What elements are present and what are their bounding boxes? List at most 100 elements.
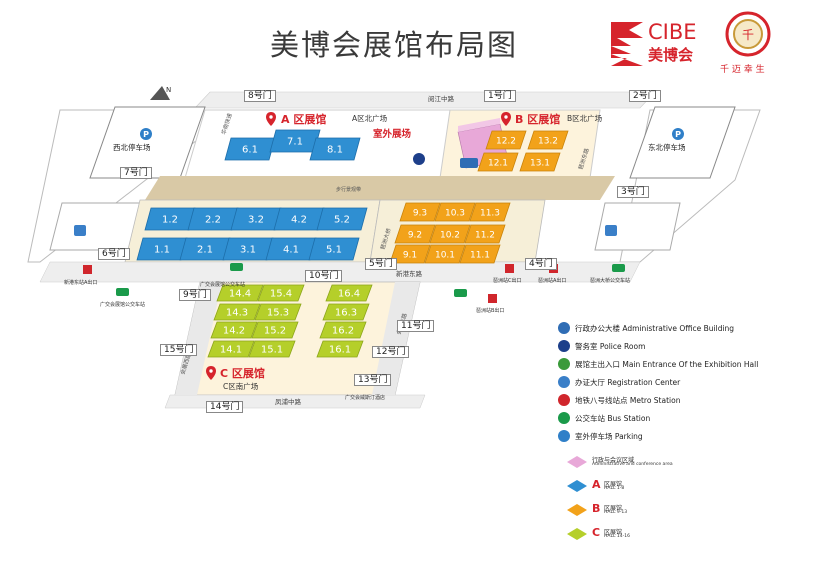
hall-11-1: 11.1 [459,244,501,264]
hall-label: 9.3 [413,209,427,219]
legend-label: 公交车站 Bus Station [575,413,651,423]
hall-label: 3.2 [248,215,264,226]
svg-text:千: 千 [742,28,754,42]
hall-label: 10.3 [445,209,465,219]
hall-label: 16.4 [338,289,360,300]
bus-icon [558,412,570,424]
hall-15-1: 15.1 [248,340,296,358]
legend-item: 办证大厅 Registration Center [558,376,680,388]
zone-legend-label: 区展馆 [604,529,623,536]
hall-8-1: 8.1 [309,137,361,161]
hall-label: 4.2 [291,215,307,226]
gate-13: 13号门 [354,374,392,386]
parking-ne-label: P 东北停车场 [648,128,686,152]
bus-metro-b-label: 琶洲站B出口 [454,289,504,314]
hall-16-2: 16.2 [319,321,367,339]
parking-icon [558,430,570,442]
hall-label: 11.3 [480,209,500,219]
zone-legend-sub: Administrative and conference area [592,462,673,467]
police-icon [558,340,570,352]
hall-label: 13.2 [538,137,558,147]
hall-label: 14.1 [220,345,242,356]
bus-b-label: 琶洲大桥公交车站 [590,264,630,284]
hall-9-1: 9.1 [389,244,431,264]
hall-label: 2.1 [197,245,213,256]
hall-label: 12.1 [488,159,508,169]
hall-15-4: 15.4 [257,284,305,302]
zone-legend-sub: HALL 14-16 [604,534,630,539]
hall-15-2: 15.2 [251,321,299,339]
hall-11-2: 11.2 [464,224,506,244]
svg-text:琶洲站C出口: 琶洲站C出口 [493,277,522,284]
bus-c-label: 广交会展馆公交车站 [100,288,145,308]
hall-label: 13.1 [530,159,550,169]
hall-label: 5.1 [326,245,342,256]
office-icon [558,322,570,334]
zone-letter: B [592,502,601,515]
office-icon [460,158,478,168]
legend-label: 行政办公大楼 Administrative Office Building [575,323,735,333]
cibe-logo-icon [611,22,643,66]
gate-3: 3号门 [617,186,649,198]
zone-swatch [567,480,587,492]
zone-swatch [567,504,587,516]
hall-label: 14.2 [223,326,245,337]
svg-text:N: N [166,86,171,94]
hall-label: 15.4 [270,289,292,300]
road-north: 阅江中路 [428,94,455,103]
bus-c2-label: 广交会展馆公交车站 [200,263,245,288]
hall-label: 10.2 [440,231,460,241]
hall-10-2: 10.2 [429,224,471,244]
hall-label: 9.1 [403,251,417,261]
gate-2: 2号门 [629,90,661,102]
hall-12-2: 12.2 [485,130,527,150]
gate-14: 14号门 [206,401,244,413]
hall-label: 12.2 [496,137,516,147]
zone-legend-label: 区展馆 [604,481,623,488]
hall-label: 14.3 [226,308,248,319]
svg-text:东北停车场: 东北停车场 [648,142,686,152]
svg-text:西北停车场: 西北停车场 [113,142,151,152]
hall-label: 2.2 [205,215,221,226]
zone-swatch [567,528,587,540]
svg-text:新港东站A出口: 新港东站A出口 [64,279,97,286]
hall-label: 9.2 [408,231,422,241]
gate-4: 4号门 [525,258,557,270]
hall-label: 11.2 [475,231,495,241]
hall-5-2: 5.2 [316,207,368,231]
road-west: 华南快速 [219,112,234,136]
svg-text:A 区展馆: A 区展馆 [281,112,326,126]
hall-label: 16.2 [332,326,354,337]
legend-label: 室外停车场 Parking [575,431,643,441]
parking-ne [629,106,736,179]
zone-b-heading: B 区展馆 [501,112,560,126]
registration-icon [605,225,617,236]
svg-text:B 区展馆: B 区展馆 [515,112,560,126]
hall-label: 15.2 [264,326,286,337]
legend-item: 地铁八号线站点 Metro Station [558,394,680,406]
hall-16-1: 16.1 [316,340,364,358]
gate-10: 10号门 [305,270,343,282]
page-title: 美博会展馆布局图 [270,28,519,62]
outdoor-area: 室外展场 [373,128,412,140]
legend-label: 展馆主出入口 Main Entrance Of the Exhibition H… [575,359,759,369]
hall-label: 16.1 [329,345,351,356]
hall-16-3: 16.3 [322,303,370,321]
hall-9-3: 9.3 [399,202,441,222]
svg-text:琶洲站B出口: 琶洲站B出口 [476,307,504,314]
zone-letter: A [592,478,601,491]
road-ramp: 琶洲大桥 [378,227,393,251]
hall-10-3: 10.3 [434,202,476,222]
police-icon [413,153,425,165]
road-east: 琶洲东路 [576,147,591,171]
hall-12-1: 12.1 [477,152,519,172]
zone-legend-label: 行政与会议区域 [592,457,635,464]
cibe-logo-cn: 美博会 [648,46,694,64]
svg-text:P: P [675,130,681,139]
gate-8: 8号门 [244,90,276,102]
svg-text:广交会展馆公交车站: 广交会展馆公交车站 [100,301,145,308]
zone-legend-sub: HALL 1-8 [604,486,625,491]
hall-10-1: 10.1 [424,244,466,264]
